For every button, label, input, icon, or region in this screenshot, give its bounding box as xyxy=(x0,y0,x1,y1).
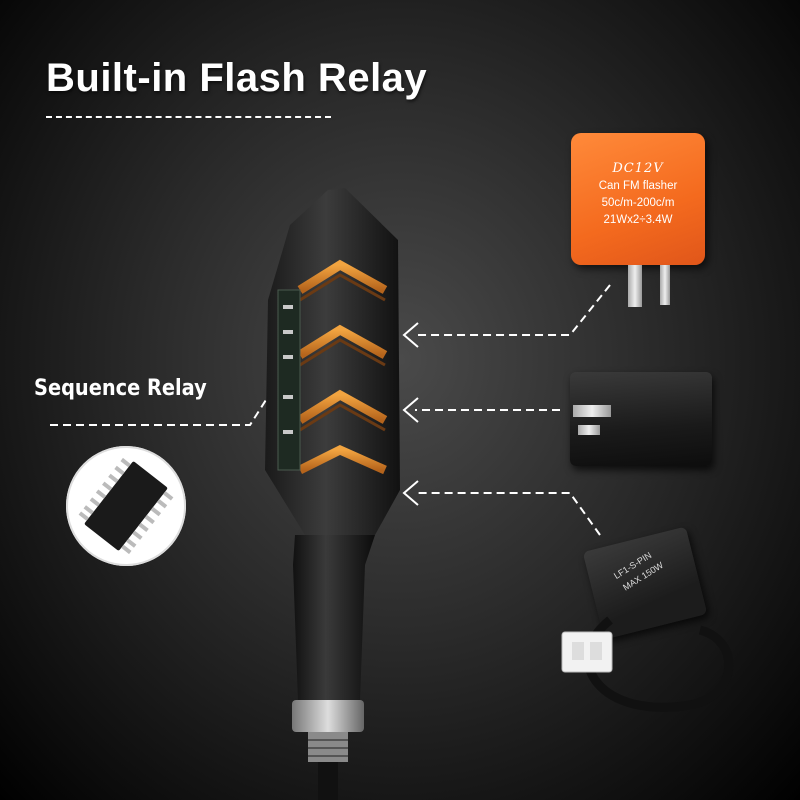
relay-voltage: DC12V xyxy=(612,161,664,176)
sequence-relay-label: Sequence Relay xyxy=(34,376,207,401)
relay-rate: 50c/m-200c/m xyxy=(601,197,675,209)
ic-chip-icon xyxy=(78,457,174,555)
mount-nut xyxy=(292,700,364,732)
orange-relay-pin-1 xyxy=(628,265,642,307)
orange-relay-pin-2 xyxy=(660,265,670,305)
relay-load: 21Wx2÷3.4W xyxy=(603,214,673,226)
pcb-strip xyxy=(277,289,301,471)
connector-lf-relay xyxy=(415,492,601,536)
led-chevron-1 xyxy=(297,259,388,294)
relay-model: Can FM flasher xyxy=(598,180,678,192)
white-connector xyxy=(561,631,613,673)
title-underline-dashed xyxy=(46,116,331,118)
led-chevron-4 xyxy=(297,445,387,475)
orange-flasher-relay: DC12V Can FM flasher 50c/m-200c/m 21Wx2÷… xyxy=(571,133,705,265)
led-chevron-2 xyxy=(297,324,388,359)
light-stem xyxy=(293,535,375,700)
arrow-head-1 xyxy=(402,322,419,348)
connector-sequence-label xyxy=(50,369,286,426)
wire xyxy=(318,762,338,800)
black-relay-pin-2 xyxy=(578,425,600,435)
arrow-head-3 xyxy=(402,480,419,506)
black-relay-pin-1 xyxy=(573,405,611,417)
arrow-head-2 xyxy=(402,397,419,423)
chip-circle xyxy=(66,446,186,566)
led-chevron-3 xyxy=(297,389,388,424)
page-title: Built-in Flash Relay xyxy=(46,56,428,100)
black-flasher-relay xyxy=(570,372,712,466)
